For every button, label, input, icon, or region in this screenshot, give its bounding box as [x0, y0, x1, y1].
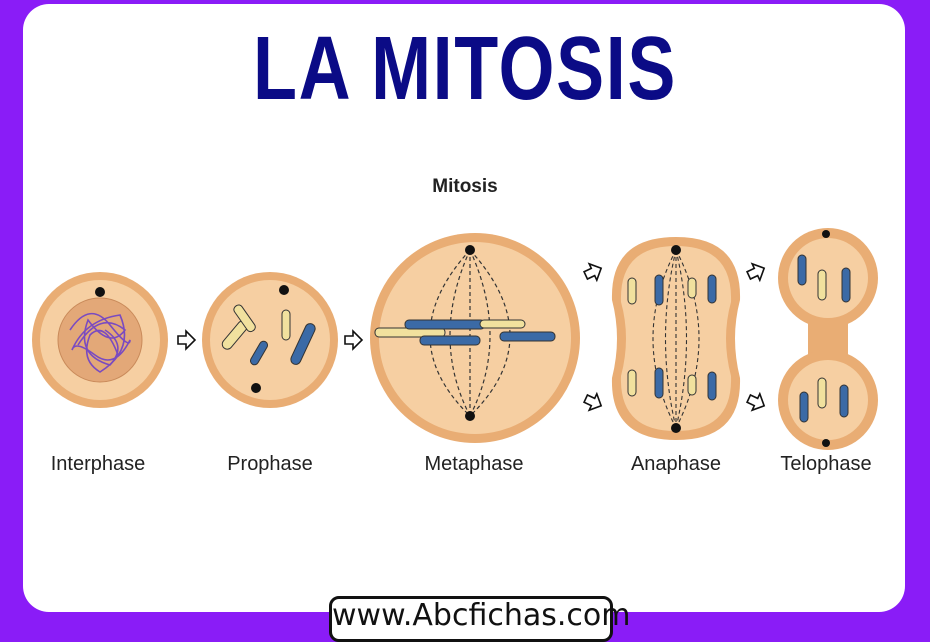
- anaphase-cell: [611, 237, 741, 440]
- metaphase-cell: [370, 233, 580, 443]
- mitosis-diagram: [32, 228, 878, 450]
- telophase-cells: [778, 228, 878, 450]
- label-interphase: Interphase: [50, 453, 146, 475]
- prophase-cell: [202, 272, 338, 408]
- diagram-title: Mitosis: [432, 176, 498, 197]
- arrow-icons: [177, 262, 766, 412]
- interphase-cell: [32, 272, 168, 408]
- label-prophase: Prophase: [227, 453, 313, 475]
- page-title: LA MITOSIS: [252, 19, 678, 119]
- label-anaphase: Anaphase: [630, 453, 722, 475]
- website-link[interactable]: www.Abcfichas.com: [329, 596, 630, 642]
- centrosome-icons: [95, 230, 830, 447]
- label-metaphase: Metaphase: [424, 453, 524, 475]
- label-telophase: Telophase: [780, 453, 872, 475]
